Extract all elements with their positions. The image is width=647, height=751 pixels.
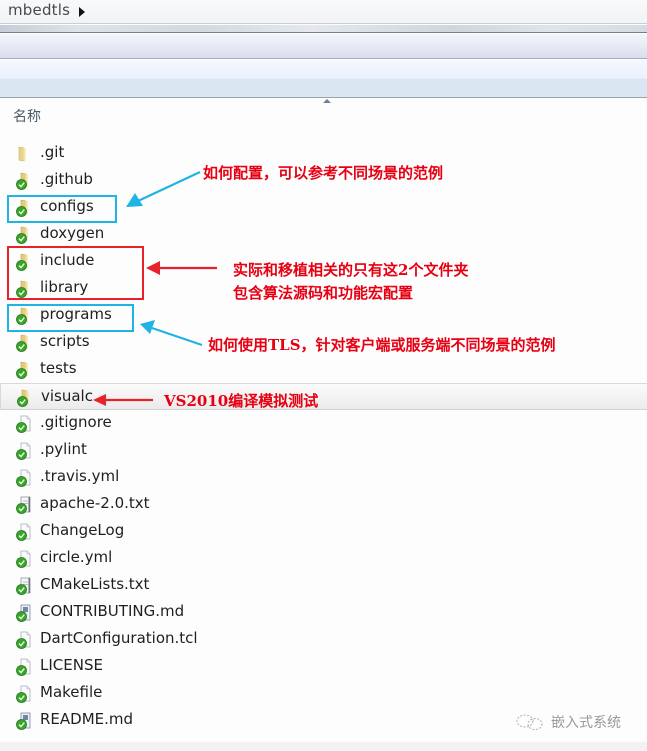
command-bar — [0, 34, 647, 59]
file-row[interactable]: ChangeLog — [0, 518, 647, 545]
folder-icon — [16, 172, 28, 190]
file-row[interactable]: .travis.yml — [0, 464, 647, 491]
file-name[interactable]: circle.yml — [40, 548, 113, 566]
file-row[interactable]: configs — [0, 194, 647, 221]
file-icon — [16, 442, 31, 460]
file-name[interactable]: apache-2.0.txt — [40, 494, 150, 512]
wechat-icon — [516, 714, 543, 730]
file-icon — [16, 712, 31, 730]
file-icon — [16, 523, 31, 541]
file-row[interactable]: apache-2.0.txt — [0, 491, 647, 518]
file-row[interactable]: circle.yml — [0, 545, 647, 572]
file-icon — [16, 550, 31, 568]
highlight-box-include-library — [7, 246, 144, 300]
folder-icon — [16, 226, 28, 244]
highlight-box-programs — [7, 304, 134, 332]
folder-icon — [16, 199, 28, 217]
file-name[interactable]: .github — [40, 170, 93, 188]
file-name[interactable]: configs — [40, 197, 94, 215]
file-row[interactable]: CMakeLists.txt — [0, 572, 647, 599]
blurred-toolbar-strip — [0, 25, 647, 33]
file-name[interactable]: LICENSE — [40, 656, 103, 674]
folder-icon — [18, 146, 26, 162]
folder-icon — [16, 307, 28, 325]
folder-icon — [16, 280, 28, 298]
watermark-text: 嵌入式系统 — [551, 715, 621, 731]
file-name[interactable]: CMakeLists.txt — [40, 575, 150, 593]
file-icon — [16, 469, 31, 487]
file-name[interactable]: .gitignore — [40, 413, 112, 431]
breadcrumb-chevron-icon[interactable] — [79, 7, 85, 17]
file-row[interactable]: .github — [0, 167, 647, 194]
file-row[interactable]: DartConfiguration.tcl — [0, 626, 647, 653]
file-name[interactable]: doxygen — [40, 224, 105, 242]
file-name[interactable]: scripts — [40, 332, 90, 350]
file-name[interactable]: .travis.yml — [40, 467, 120, 485]
folder-icon — [17, 389, 29, 407]
file-name[interactable]: programs — [40, 305, 112, 323]
file-row[interactable]: visualc — [0, 383, 647, 410]
file-row[interactable]: Makefile — [0, 680, 647, 707]
file-row[interactable]: LICENSE — [0, 653, 647, 680]
file-row[interactable]: library — [0, 275, 647, 302]
file-icon — [16, 577, 31, 595]
address-bar[interactable]: mbedtls — [0, 0, 647, 24]
file-icon — [16, 496, 31, 514]
annotation-programs: 如何使用TLS，针对客户端或服务端不同场景的范例 — [208, 336, 556, 354]
file-row[interactable]: programs — [0, 302, 647, 329]
breadcrumb-folder[interactable]: mbedtls — [8, 1, 71, 19]
file-row[interactable]: .pylint — [0, 437, 647, 464]
file-row[interactable]: CONTRIBUTING.md — [0, 599, 647, 626]
file-name[interactable]: visualc — [41, 387, 93, 405]
file-icon — [16, 658, 31, 676]
file-name[interactable]: .git — [40, 143, 65, 161]
file-row[interactable]: include — [0, 248, 647, 275]
file-name[interactable]: include — [40, 251, 95, 269]
file-icon — [16, 415, 31, 433]
file-row[interactable]: .git — [0, 140, 647, 167]
file-name[interactable]: tests — [40, 359, 77, 377]
bottom-edge — [0, 742, 647, 751]
highlight-box-configs — [7, 195, 117, 223]
file-name[interactable]: library — [40, 278, 89, 296]
file-name[interactable]: CONTRIBUTING.md — [40, 602, 185, 620]
file-name[interactable]: Makefile — [40, 683, 103, 701]
file-row[interactable]: doxygen — [0, 221, 647, 248]
file-row[interactable]: .gitignore — [0, 410, 647, 437]
file-name[interactable]: README.md — [40, 710, 134, 728]
folder-icon — [16, 253, 28, 271]
details-bar — [0, 60, 647, 98]
folder-icon — [16, 334, 28, 352]
column-header-name[interactable]: 名称 — [13, 109, 41, 125]
folder-icon — [16, 361, 28, 379]
file-name[interactable]: .pylint — [40, 440, 87, 458]
file-row[interactable]: README.md — [0, 707, 647, 734]
annotation-configs: 如何配置，可以参考不同场景的范例 — [203, 164, 444, 182]
annotation-core-line1: 实际和移植相关的只有这2个文件夹 — [233, 261, 469, 279]
annotation-core-line2: 包含算法源码和功能宏配置 — [233, 284, 414, 302]
annotation-visualc: VS2010编译模拟测试 — [164, 392, 319, 410]
file-list: .git .github configs doxygen include library p… — [0, 140, 647, 734]
file-icon — [16, 604, 31, 622]
sort-ascending-icon — [323, 99, 331, 103]
file-name[interactable]: DartConfiguration.tcl — [40, 629, 198, 647]
file-row[interactable]: scripts — [0, 329, 647, 356]
file-icon — [16, 631, 31, 649]
file-icon — [16, 685, 31, 703]
file-row[interactable]: tests — [0, 356, 647, 383]
file-name[interactable]: ChangeLog — [40, 521, 125, 539]
watermark: 嵌入式系统 — [515, 712, 621, 732]
